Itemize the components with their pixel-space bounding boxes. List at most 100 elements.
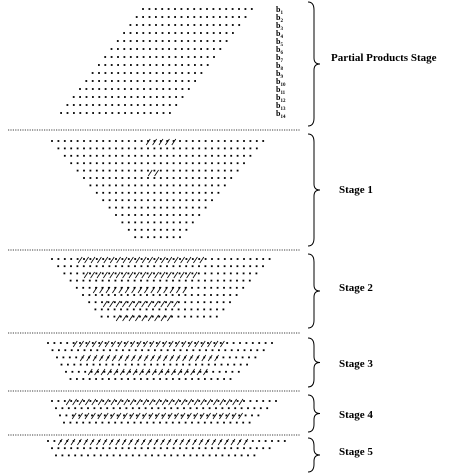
- bit-dot: [175, 363, 178, 366]
- bit-dot: [102, 140, 105, 142]
- bit-dot: [91, 414, 93, 417]
- bit-dot: [152, 294, 155, 296]
- bit-dot: [73, 112, 75, 114]
- bit-dot: [198, 140, 201, 142]
- adder-group-mark: [174, 398, 180, 406]
- adder-group-mark: [171, 368, 176, 376]
- bit-dot: [262, 400, 265, 402]
- bit-dot: [181, 342, 184, 344]
- bit-dot: [237, 370, 240, 373]
- bit-dot: [147, 228, 149, 231]
- bit-dot: [131, 454, 134, 457]
- bit-dot: [166, 258, 169, 260]
- bit-dot: [160, 349, 163, 352]
- adder-group-mark: [211, 438, 217, 446]
- bit-dot: [98, 96, 101, 98]
- adder-group-mark: [91, 398, 97, 406]
- adder-group-mark: [192, 271, 198, 279]
- bit-dot: [83, 258, 85, 260]
- bit-dot: [148, 32, 151, 34]
- adder-group-mark: [109, 438, 114, 446]
- bit-dot: [231, 16, 234, 18]
- bit-dot: [227, 454, 230, 457]
- bit-dot: [209, 301, 212, 304]
- bit-dot: [172, 378, 174, 380]
- adder-group-mark: [154, 314, 159, 322]
- bit-dot: [66, 342, 69, 344]
- bit-dot: [127, 421, 129, 424]
- bit-dot: [180, 24, 183, 26]
- adder-group-mark: [141, 314, 147, 322]
- adder-group-mark: [144, 286, 149, 294]
- bit-dot: [74, 454, 77, 457]
- stage-brace: [307, 437, 321, 473]
- bit-dot: [236, 400, 239, 402]
- bit-dot: [123, 40, 126, 42]
- adder-group-mark: [173, 438, 178, 446]
- adder-group-mark: [103, 271, 108, 279]
- bit-dot: [185, 177, 188, 179]
- bit-dot: [185, 272, 187, 275]
- bit-dot: [162, 64, 164, 66]
- bit-dot: [152, 301, 155, 304]
- bit-dot: [102, 169, 105, 172]
- bit-dot: [149, 72, 152, 74]
- bit-dot: [155, 342, 158, 344]
- bit-dot: [95, 447, 98, 450]
- bit-dot: [236, 140, 239, 142]
- bit-dot: [127, 378, 129, 380]
- bit-dot: [83, 154, 85, 157]
- bit-dot: [223, 286, 225, 289]
- bit-dot: [239, 342, 241, 344]
- bit-dot: [179, 147, 181, 150]
- bit-dot: [217, 154, 220, 157]
- bit-dot: [195, 454, 198, 457]
- bit-dot: [83, 147, 85, 150]
- adder-group-mark: [186, 256, 192, 264]
- bit-dot: [108, 272, 111, 275]
- bit-dot: [196, 308, 199, 311]
- adder-group-mark: [205, 438, 210, 446]
- adder-group-mark: [72, 340, 78, 348]
- bit-dot: [124, 363, 127, 366]
- operand-label: b7: [276, 53, 283, 64]
- bit-dot: [76, 258, 79, 260]
- bit-dot: [223, 154, 226, 157]
- bit-dot: [63, 447, 66, 450]
- bit-dot: [191, 286, 193, 289]
- bit-dot: [59, 342, 62, 344]
- bit-dot: [63, 154, 66, 157]
- bit-dot: [121, 258, 124, 260]
- bit-dot: [121, 162, 124, 165]
- bit-dot: [251, 414, 253, 417]
- bit-dot: [115, 400, 117, 402]
- adder-group-mark: [156, 354, 162, 362]
- bit-dot: [240, 407, 243, 410]
- bit-dot: [153, 228, 156, 231]
- bit-dot: [200, 64, 203, 66]
- bit-dot: [114, 421, 117, 424]
- bit-dot: [153, 140, 156, 142]
- bit-dot: [127, 447, 130, 450]
- bit-dot: [151, 454, 153, 457]
- bit-dot: [123, 72, 126, 74]
- bit-dot: [172, 258, 175, 260]
- bit-dot: [211, 349, 214, 352]
- bit-dot: [243, 447, 245, 450]
- bit-dot: [94, 308, 97, 311]
- bit-dot: [168, 80, 171, 82]
- bit-dot: [139, 286, 142, 289]
- adder-group-mark: [135, 314, 140, 322]
- bit-dot: [89, 140, 92, 142]
- bit-dot: [183, 454, 185, 457]
- adder-group-mark: [238, 398, 244, 406]
- bit-dot: [178, 294, 180, 296]
- bit-dot: [161, 56, 164, 58]
- bit-dot: [193, 16, 196, 18]
- bit-dot: [172, 447, 175, 450]
- bit-dot: [185, 221, 188, 224]
- adder-group-mark: [150, 354, 155, 362]
- bit-dot: [101, 301, 103, 304]
- adder-group-mark: [78, 412, 83, 420]
- bit-dot: [70, 265, 72, 268]
